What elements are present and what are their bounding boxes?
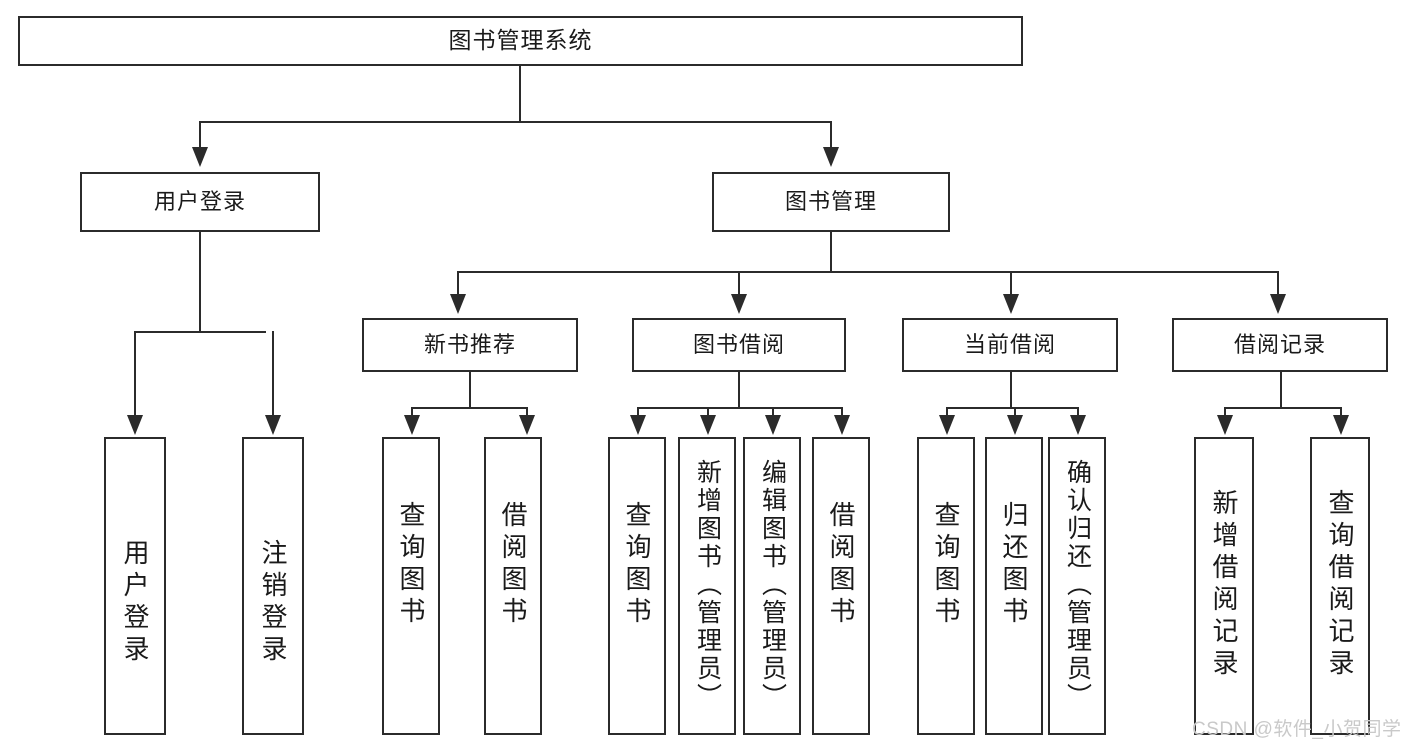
connector-level2-bus [457,271,1278,273]
connector-current-drop-1 [1014,407,1016,417]
arrow-borrow-0 [630,415,646,435]
connector-recommend-drop-1 [526,407,528,417]
watermark: CSDN @软件_小贺同学 [1192,719,1402,740]
node-current-borrow[interactable]: 当前借阅 [902,318,1118,372]
leaf-borrow-edit-book-admin[interactable]: 编辑图书（管理员） [743,437,801,735]
node-label: 注销登录 [258,539,288,667]
arrow-level2-2 [1003,294,1019,314]
node-label: 图书管理 [784,189,877,215]
leaf-current-return-book[interactable]: 归还图书 [985,437,1043,735]
connector-user-login-trunk [199,232,201,332]
arrow-current-2 [1070,415,1086,435]
connector-user-login-drop-0 [134,331,136,417]
arrow-borrow-3 [834,415,850,435]
node-borrow-record[interactable]: 借阅记录 [1172,318,1388,372]
leaf-borrow-query-book[interactable]: 查询图书 [608,437,666,735]
connector-level1-drop-0 [199,121,201,147]
connector-borrow-bus [637,407,842,409]
connector-borrow-trunk [738,372,740,408]
node-label: 借阅图书 [498,501,528,629]
connector-recommend-drop-0 [411,407,413,417]
node-label: 用户登录 [120,539,150,667]
node-label: 用户登录 [153,189,246,215]
leaf-borrow-borrow-book[interactable]: 借阅图书 [812,437,870,735]
node-new-book-recommend[interactable]: 新书推荐 [362,318,578,372]
connector-recommend-trunk [469,372,471,408]
node-label: 确认归还（管理员） [1063,459,1092,711]
arrow-level1-0 [192,147,208,167]
leaf-record-add-borrow-record[interactable]: 新增借阅记录 [1194,437,1254,735]
connector-current-bus [946,407,1078,409]
arrow-level2-1 [731,294,747,314]
node-label: 查询图书 [931,501,961,629]
arrow-recommend-1 [519,415,535,435]
connector-record-bus [1224,407,1341,409]
node-label: 编辑图书（管理员） [758,459,787,711]
connector-current-drop-0 [946,407,948,417]
node-label: 新书推荐 [423,332,516,358]
node-label: 新增图书（管理员） [693,459,722,711]
node-label: 查询图书 [622,501,652,629]
node-book-management[interactable]: 图书管理 [712,172,950,232]
node-label: 借阅记录 [1233,332,1326,358]
arrow-record-1 [1333,415,1349,435]
arrow-recommend-0 [404,415,420,435]
connector-level1-bus [199,121,832,123]
connector-level2-drop-2 [1010,271,1012,295]
arrow-record-0 [1217,415,1233,435]
node-label: 当前借阅 [963,332,1056,358]
arrow-level2-3 [1270,294,1286,314]
node-label: 查询借阅记录 [1325,489,1355,681]
leaf-record-query-borrow-record[interactable]: 查询借阅记录 [1310,437,1370,735]
connector-level2-drop-3 [1277,271,1279,295]
leaf-recommend-query-book[interactable]: 查询图书 [382,437,440,735]
arrow-user-login-0 [127,415,143,435]
node-label: 查询图书 [396,501,426,629]
connector-level1-drop-1 [830,121,832,147]
leaf-recommend-borrow-book[interactable]: 借阅图书 [484,437,542,735]
connector-user-login-bus [134,331,266,333]
node-label: 新增借阅记录 [1209,489,1239,681]
connector-current-trunk [1010,372,1012,408]
connector-record-drop-1 [1340,407,1342,417]
leaf-user-login[interactable]: 用户登录 [104,437,166,735]
connector-current-drop-2 [1077,407,1079,417]
node-label: 归还图书 [999,501,1029,629]
node-label: 图书管理系统 [448,27,593,54]
node-label: 借阅图书 [826,501,856,629]
connector-user-login-drop-1 [272,331,274,417]
leaf-current-query-book[interactable]: 查询图书 [917,437,975,735]
arrow-borrow-2 [765,415,781,435]
node-book-borrow[interactable]: 图书借阅 [632,318,846,372]
leaf-user-logout[interactable]: 注销登录 [242,437,304,735]
connector-borrow-drop-2 [772,407,774,417]
leaf-current-confirm-return-admin[interactable]: 确认归还（管理员） [1048,437,1106,735]
connector-recommend-bus [411,407,527,409]
connector-record-trunk [1280,372,1282,408]
leaf-borrow-add-book-admin[interactable]: 新增图书（管理员） [678,437,736,735]
arrow-level2-0 [450,294,466,314]
connector-borrow-drop-1 [707,407,709,417]
connector-root-trunk [519,66,521,122]
connector-borrow-drop-0 [637,407,639,417]
connector-level2-drop-1 [738,271,740,295]
arrow-current-0 [939,415,955,435]
connector-record-drop-0 [1224,407,1226,417]
node-label: 图书借阅 [692,332,785,358]
node-root-book-management-system[interactable]: 图书管理系统 [18,16,1023,66]
arrow-borrow-1 [700,415,716,435]
arrow-user-login-1 [265,415,281,435]
arrow-level1-1 [823,147,839,167]
connector-level2-drop-0 [457,271,459,295]
connector-borrow-drop-3 [841,407,843,417]
arrow-current-1 [1007,415,1023,435]
node-user-login[interactable]: 用户登录 [80,172,320,232]
connector-book-management-trunk [830,232,832,272]
